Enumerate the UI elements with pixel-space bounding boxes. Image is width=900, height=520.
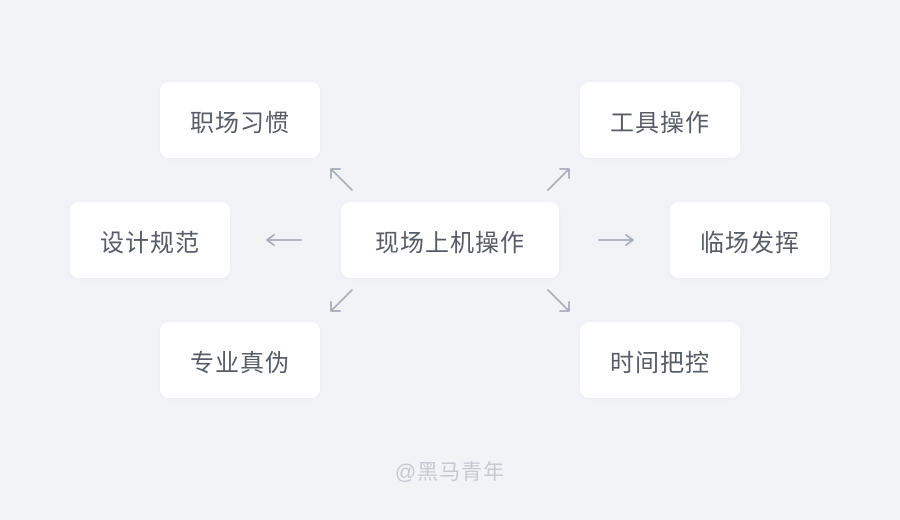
arrow-down-left-icon <box>326 286 356 316</box>
watermark-text: @黑马青年 <box>394 461 506 484</box>
node-label: 设计规范 <box>100 229 200 257</box>
node-label: 时间把控 <box>610 349 710 377</box>
node-label: 专业真伪 <box>190 349 290 377</box>
node-top-left: 职场习惯 <box>160 82 320 158</box>
arrow-up-left-icon <box>326 164 356 194</box>
arrow-up-right-icon <box>544 164 574 194</box>
node-label: 职场习惯 <box>190 109 290 137</box>
node-mid-left: 设计规范 <box>70 202 230 278</box>
node-top-right: 工具操作 <box>580 82 740 158</box>
node-label: 现场上机操作 <box>375 229 525 257</box>
node-label: 工具操作 <box>610 109 710 137</box>
node-label: 临场发挥 <box>700 229 800 257</box>
arrow-down-right-icon <box>544 286 574 316</box>
node-center: 现场上机操作 <box>341 202 559 278</box>
node-bottom-left: 专业真伪 <box>160 322 320 398</box>
node-mid-right: 临场发挥 <box>670 202 830 278</box>
node-bottom-right: 时间把控 <box>580 322 740 398</box>
arrow-left-icon <box>263 232 303 248</box>
arrow-right-icon <box>597 232 637 248</box>
